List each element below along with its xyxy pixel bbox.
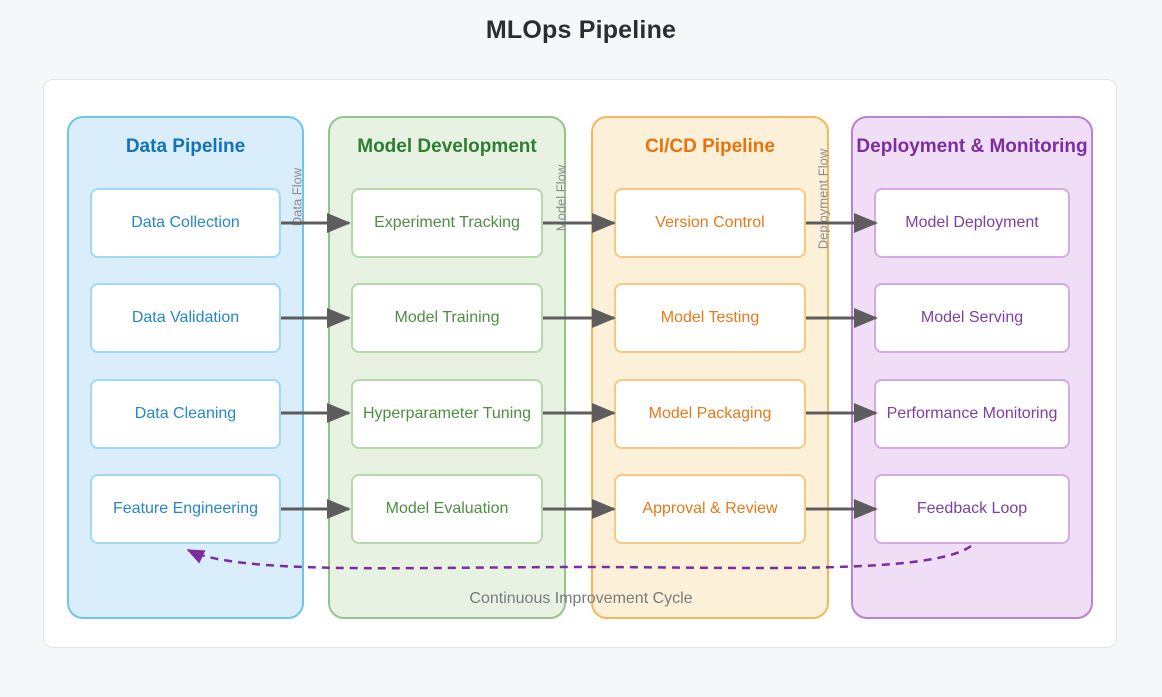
column-model-development: Model Development Experiment Tracking Mo… [328, 116, 566, 619]
node-feedback-loop: Feedback Loop [874, 474, 1070, 544]
node-approval-review: Approval & Review [614, 474, 806, 544]
continuous-improvement-label: Continuous Improvement Cycle [469, 590, 693, 607]
node-model-evaluation: Model Evaluation [351, 474, 543, 544]
node-performance-monitoring: Performance Monitoring [874, 379, 1070, 449]
node-model-deployment: Model Deployment [874, 188, 1070, 258]
node-data-cleaning: Data Cleaning [90, 379, 281, 449]
node-model-packaging: Model Packaging [614, 379, 806, 449]
column-title-data-pipeline: Data Pipeline [125, 136, 246, 157]
node-model-training: Model Training [351, 283, 543, 353]
node-feature-engineering: Feature Engineering [90, 474, 281, 544]
flow-label-data-flow: Data Flow [289, 167, 305, 227]
node-model-serving: Model Serving [874, 283, 1070, 353]
node-data-collection: Data Collection [90, 188, 281, 258]
column-title-deployment-monitoring: Deployment & Monitoring [856, 136, 1088, 157]
column-cicd-pipeline: CI/CD Pipeline Version Control Model Tes… [591, 116, 829, 619]
diagram-canvas: Data Pipeline Data Collection Data Valid… [43, 79, 1117, 648]
node-experiment-tracking: Experiment Tracking [351, 188, 543, 258]
node-model-testing: Model Testing [614, 283, 806, 353]
column-title-cicd-pipeline: CI/CD Pipeline [645, 136, 775, 157]
node-hyperparameter-tuning: Hyperparameter Tuning [351, 379, 543, 449]
column-deployment-monitoring: Deployment & Monitoring Model Deployment… [851, 116, 1093, 619]
node-version-control: Version Control [614, 188, 806, 258]
node-data-validation: Data Validation [90, 283, 281, 353]
column-title-model-development: Model Development [357, 136, 537, 157]
page-title: MLOps Pipeline [485, 16, 677, 44]
flow-label-model-flow: Model Flow [553, 164, 569, 232]
column-data-pipeline: Data Pipeline Data Collection Data Valid… [67, 116, 304, 619]
flow-label-deployment-flow: Deployment Flow [815, 148, 831, 250]
